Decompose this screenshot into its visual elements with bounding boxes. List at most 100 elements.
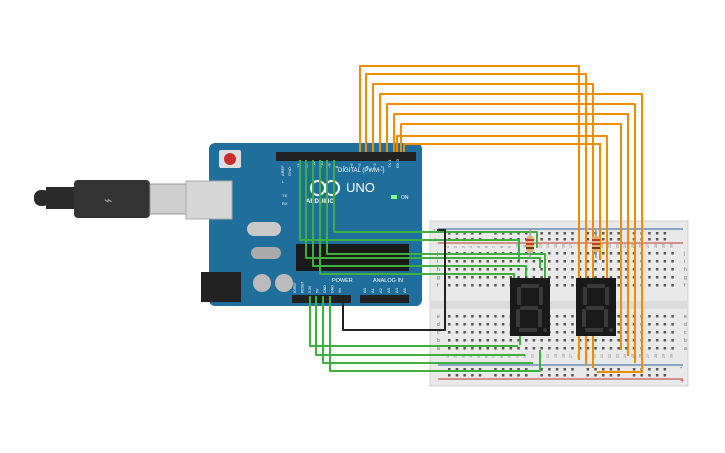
analog-header[interactable] bbox=[360, 295, 409, 303]
breadboard-hole[interactable] bbox=[617, 315, 620, 318]
breadboard-hole[interactable] bbox=[578, 260, 582, 263]
breadboard-hole[interactable] bbox=[648, 252, 651, 255]
breadboard-hole[interactable] bbox=[563, 268, 567, 271]
rail-hole[interactable] bbox=[478, 368, 482, 371]
breadboard-hole[interactable] bbox=[494, 276, 497, 279]
rail-hole[interactable] bbox=[563, 374, 567, 377]
breadboard-hole[interactable] bbox=[609, 260, 613, 263]
rail-hole[interactable] bbox=[455, 368, 459, 371]
rail-hole[interactable] bbox=[448, 374, 451, 377]
rail-hole[interactable] bbox=[548, 232, 551, 235]
breadboard-hole[interactable] bbox=[494, 315, 497, 318]
rail-hole[interactable] bbox=[609, 232, 613, 235]
rail-hole[interactable] bbox=[586, 374, 590, 377]
breadboard-hole[interactable] bbox=[586, 347, 590, 350]
breadboard-hole[interactable] bbox=[555, 323, 559, 326]
wire-orange-6[interactable] bbox=[393, 113, 629, 356]
breadboard-hole[interactable] bbox=[471, 315, 474, 318]
wire-orange-7[interactable] bbox=[400, 123, 622, 350]
breadboard-hole[interactable] bbox=[478, 268, 482, 271]
breadboard-hole[interactable] bbox=[478, 315, 482, 318]
rail-hole[interactable] bbox=[571, 238, 574, 241]
rail-hole[interactable] bbox=[571, 232, 574, 235]
breadboard-hole[interactable] bbox=[494, 260, 497, 263]
rail-hole[interactable] bbox=[525, 368, 528, 371]
breadboard-hole[interactable] bbox=[655, 323, 659, 326]
rail-hole[interactable] bbox=[548, 368, 551, 371]
breadboard-hole[interactable] bbox=[478, 339, 482, 342]
breadboard-hole[interactable] bbox=[486, 331, 490, 334]
power-header[interactable] bbox=[292, 295, 351, 303]
breadboard-hole[interactable] bbox=[448, 315, 451, 318]
breadboard-hole[interactable] bbox=[617, 268, 620, 271]
breadboard-hole[interactable] bbox=[625, 268, 628, 271]
breadboard-hole[interactable] bbox=[671, 252, 674, 255]
rail-hole[interactable] bbox=[663, 374, 667, 377]
breadboard-hole[interactable] bbox=[655, 339, 659, 342]
breadboard-hole[interactable] bbox=[448, 347, 451, 350]
rail-hole[interactable] bbox=[617, 374, 620, 377]
breadboard-hole[interactable] bbox=[501, 331, 505, 334]
rail-hole[interactable] bbox=[525, 232, 528, 235]
rail-hole[interactable] bbox=[563, 232, 567, 235]
rail-hole[interactable] bbox=[648, 368, 651, 371]
rail-hole[interactable] bbox=[540, 368, 543, 371]
rail-hole[interactable] bbox=[555, 232, 559, 235]
breadboard-hole[interactable] bbox=[663, 252, 667, 255]
breadboard-hole[interactable] bbox=[478, 284, 482, 287]
rail-hole[interactable] bbox=[494, 368, 497, 371]
rail-hole[interactable] bbox=[563, 368, 567, 371]
breadboard-hole[interactable] bbox=[655, 347, 659, 350]
rail-hole[interactable] bbox=[563, 238, 567, 241]
breadboard-hole[interactable] bbox=[548, 276, 551, 279]
breadboard-hole[interactable] bbox=[617, 276, 620, 279]
breadboard-hole[interactable] bbox=[455, 331, 459, 334]
breadboard-hole[interactable] bbox=[586, 260, 590, 263]
wire-orange-8[interactable] bbox=[396, 135, 608, 290]
breadboard-hole[interactable] bbox=[525, 339, 528, 342]
resistor-2[interactable] bbox=[592, 228, 600, 258]
breadboard-hole[interactable] bbox=[478, 347, 482, 350]
wire-orange-1[interactable] bbox=[359, 65, 580, 360]
breadboard-hole[interactable] bbox=[463, 276, 466, 279]
rail-hole[interactable] bbox=[632, 374, 636, 377]
rail-hole[interactable] bbox=[555, 368, 559, 371]
breadboard-hole[interactable] bbox=[494, 284, 497, 287]
breadboard-hole[interactable] bbox=[663, 323, 667, 326]
breadboard-hole[interactable] bbox=[663, 284, 667, 287]
breadboard-hole[interactable] bbox=[617, 339, 620, 342]
breadboard-hole[interactable] bbox=[486, 284, 490, 287]
rail-hole[interactable] bbox=[471, 232, 474, 235]
breadboard-hole[interactable] bbox=[617, 252, 620, 255]
breadboard-hole[interactable] bbox=[671, 315, 674, 318]
rail-hole[interactable] bbox=[617, 368, 620, 371]
wire-green-1[interactable] bbox=[299, 160, 520, 260]
breadboard-hole[interactable] bbox=[486, 339, 490, 342]
breadboard-hole[interactable] bbox=[486, 347, 490, 350]
breadboard-hole[interactable] bbox=[471, 347, 474, 350]
breadboard-hole[interactable] bbox=[578, 252, 582, 255]
breadboard-hole[interactable] bbox=[625, 315, 628, 318]
rail-hole[interactable] bbox=[471, 368, 474, 371]
breadboard-hole[interactable] bbox=[517, 347, 520, 350]
breadboard-hole[interactable] bbox=[617, 331, 620, 334]
breadboard-hole[interactable] bbox=[455, 347, 459, 350]
breadboard-hole[interactable] bbox=[602, 268, 605, 271]
rail-hole[interactable] bbox=[602, 232, 605, 235]
breadboard-hole[interactable] bbox=[555, 268, 559, 271]
breadboard-hole[interactable] bbox=[586, 339, 590, 342]
breadboard-hole[interactable] bbox=[525, 276, 528, 279]
breadboard-hole[interactable] bbox=[540, 276, 543, 279]
breadboard-hole[interactable] bbox=[655, 284, 659, 287]
rail-hole[interactable] bbox=[655, 232, 659, 235]
breadboard-hole[interactable] bbox=[455, 339, 459, 342]
breadboard-hole[interactable] bbox=[609, 252, 613, 255]
rail-hole[interactable] bbox=[509, 374, 513, 377]
rail-hole[interactable] bbox=[525, 374, 528, 377]
breadboard-hole[interactable] bbox=[463, 331, 466, 334]
breadboard-hole[interactable] bbox=[571, 339, 574, 342]
rail-hole[interactable] bbox=[663, 368, 667, 371]
rail-hole[interactable] bbox=[478, 232, 482, 235]
breadboard-hole[interactable] bbox=[478, 323, 482, 326]
breadboard-hole[interactable] bbox=[648, 276, 651, 279]
